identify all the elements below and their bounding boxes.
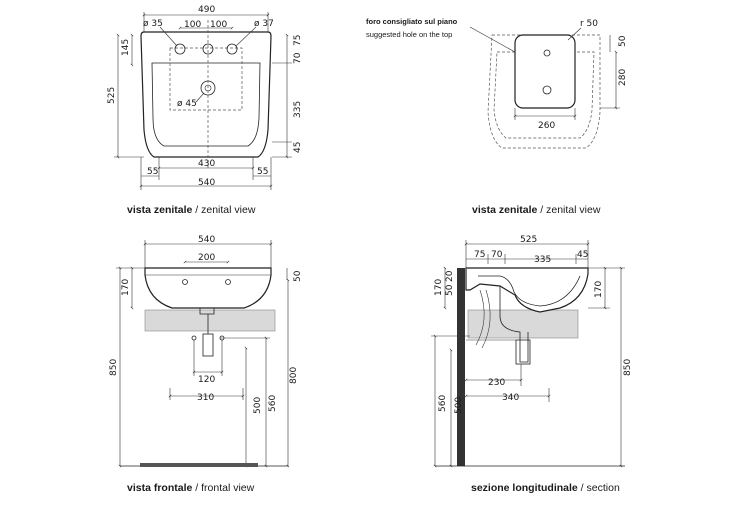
- basin-interior: [478, 275, 581, 307]
- dim-75-section: 75: [474, 250, 485, 260]
- dim-525: 525: [107, 87, 117, 104]
- supply-hose: [475, 289, 485, 346]
- dim-850-section: 850: [623, 359, 633, 376]
- dim-45-section: 45: [577, 250, 588, 260]
- dim-335-section: 335: [534, 255, 551, 265]
- dim-850-front: 850: [109, 359, 119, 376]
- dim-55-left: 55: [147, 167, 158, 177]
- dim-170-section-right: 170: [594, 281, 604, 298]
- tap-hole-left: [174, 43, 186, 55]
- drain-hole-2: [542, 85, 552, 95]
- dim-50-tr: 50: [618, 35, 628, 47]
- siphon-body: [202, 333, 214, 357]
- dim-r50: r 50: [580, 19, 598, 29]
- section-view: 525 75 70 335 45 170 20 50 170 850 560 5…: [431, 235, 633, 494]
- dim-490: 490: [198, 5, 215, 15]
- dim-20: 20: [445, 270, 455, 282]
- wall-slab: [144, 309, 276, 332]
- caption-bottom-left: vista frontale / frontal view: [127, 482, 255, 494]
- dim-560-front: 560: [268, 395, 278, 412]
- dim-dia-35: ø 35: [143, 19, 163, 29]
- tap-hole: [543, 49, 551, 57]
- cutout-hole: [514, 34, 576, 109]
- dim-50-section: 50: [445, 284, 455, 296]
- dim-280: 280: [618, 69, 628, 86]
- dim-170-front: 170: [121, 279, 131, 296]
- supply-hose-2: [481, 289, 491, 349]
- countertop-outline: [487, 34, 601, 149]
- front-hole-left: [182, 279, 188, 285]
- dim-170-section-left: 170: [434, 279, 444, 296]
- tap-hole-right: [226, 43, 238, 55]
- caption-top-right: vista zenitale / zenital view: [472, 204, 601, 216]
- dim-230: 230: [488, 378, 505, 388]
- dim-500-front: 500: [253, 397, 263, 414]
- dim-200: 200: [198, 253, 215, 263]
- dim-430: 430: [198, 159, 215, 169]
- dim-120: 120: [198, 375, 215, 385]
- front-hole-right: [225, 279, 231, 285]
- dim-260: 260: [538, 121, 555, 131]
- wall-slab-section: [467, 309, 579, 339]
- dim-75: 75: [293, 35, 303, 46]
- top-view-right: foro consigliato sul piano suggested hol…: [366, 17, 628, 216]
- wall: [457, 268, 465, 466]
- note-italian: foro consigliato sul piano: [366, 17, 458, 26]
- caption-bottom-right: sezione longitudinale / section: [471, 482, 620, 494]
- dim-70: 70: [293, 52, 303, 64]
- floor-hatch: [140, 463, 258, 467]
- inner-bowl: [151, 62, 261, 147]
- dim-540-front: 540: [198, 235, 215, 245]
- countertop-inner: [493, 51, 595, 139]
- front-view: 540 200 170 850 50 800 560 500 120 310: [109, 235, 303, 494]
- caption-top-left: vista zenitale / zenital view: [127, 204, 256, 216]
- dim-45-right: 45: [293, 142, 303, 153]
- dim-310: 310: [197, 393, 214, 403]
- dim-100-b: 100: [210, 20, 227, 30]
- dim-335: 335: [293, 101, 303, 118]
- dim-50-front: 50: [293, 270, 303, 282]
- dim-500-section: 500: [454, 397, 464, 414]
- dim-525-section: 525: [520, 235, 537, 245]
- dim-340: 340: [502, 393, 519, 403]
- dim-540-bottom: 540: [198, 178, 215, 188]
- basin-front: [144, 267, 272, 309]
- dim-70-section: 70: [491, 250, 503, 260]
- front-drain: [199, 308, 215, 315]
- deck-area: [169, 47, 243, 111]
- dim-560-section: 560: [438, 395, 448, 412]
- dim-dia-45: ø 45: [177, 99, 197, 109]
- note-english: suggested hole on the top: [366, 30, 452, 39]
- siphon: [515, 339, 531, 365]
- dim-145: 145: [121, 39, 131, 56]
- top-view-left: 490 100 100 ø 35 ø 37 ø 45 145 525 70 75…: [107, 5, 303, 216]
- dim-dia-37: ø 37: [254, 19, 274, 29]
- dim-100-a: 100: [184, 20, 201, 30]
- drain-pipe: [499, 286, 529, 363]
- dim-800: 800: [289, 367, 299, 384]
- dim-55-right: 55: [257, 167, 268, 177]
- tap-hole-center: [202, 43, 214, 55]
- basin-section: [465, 267, 589, 313]
